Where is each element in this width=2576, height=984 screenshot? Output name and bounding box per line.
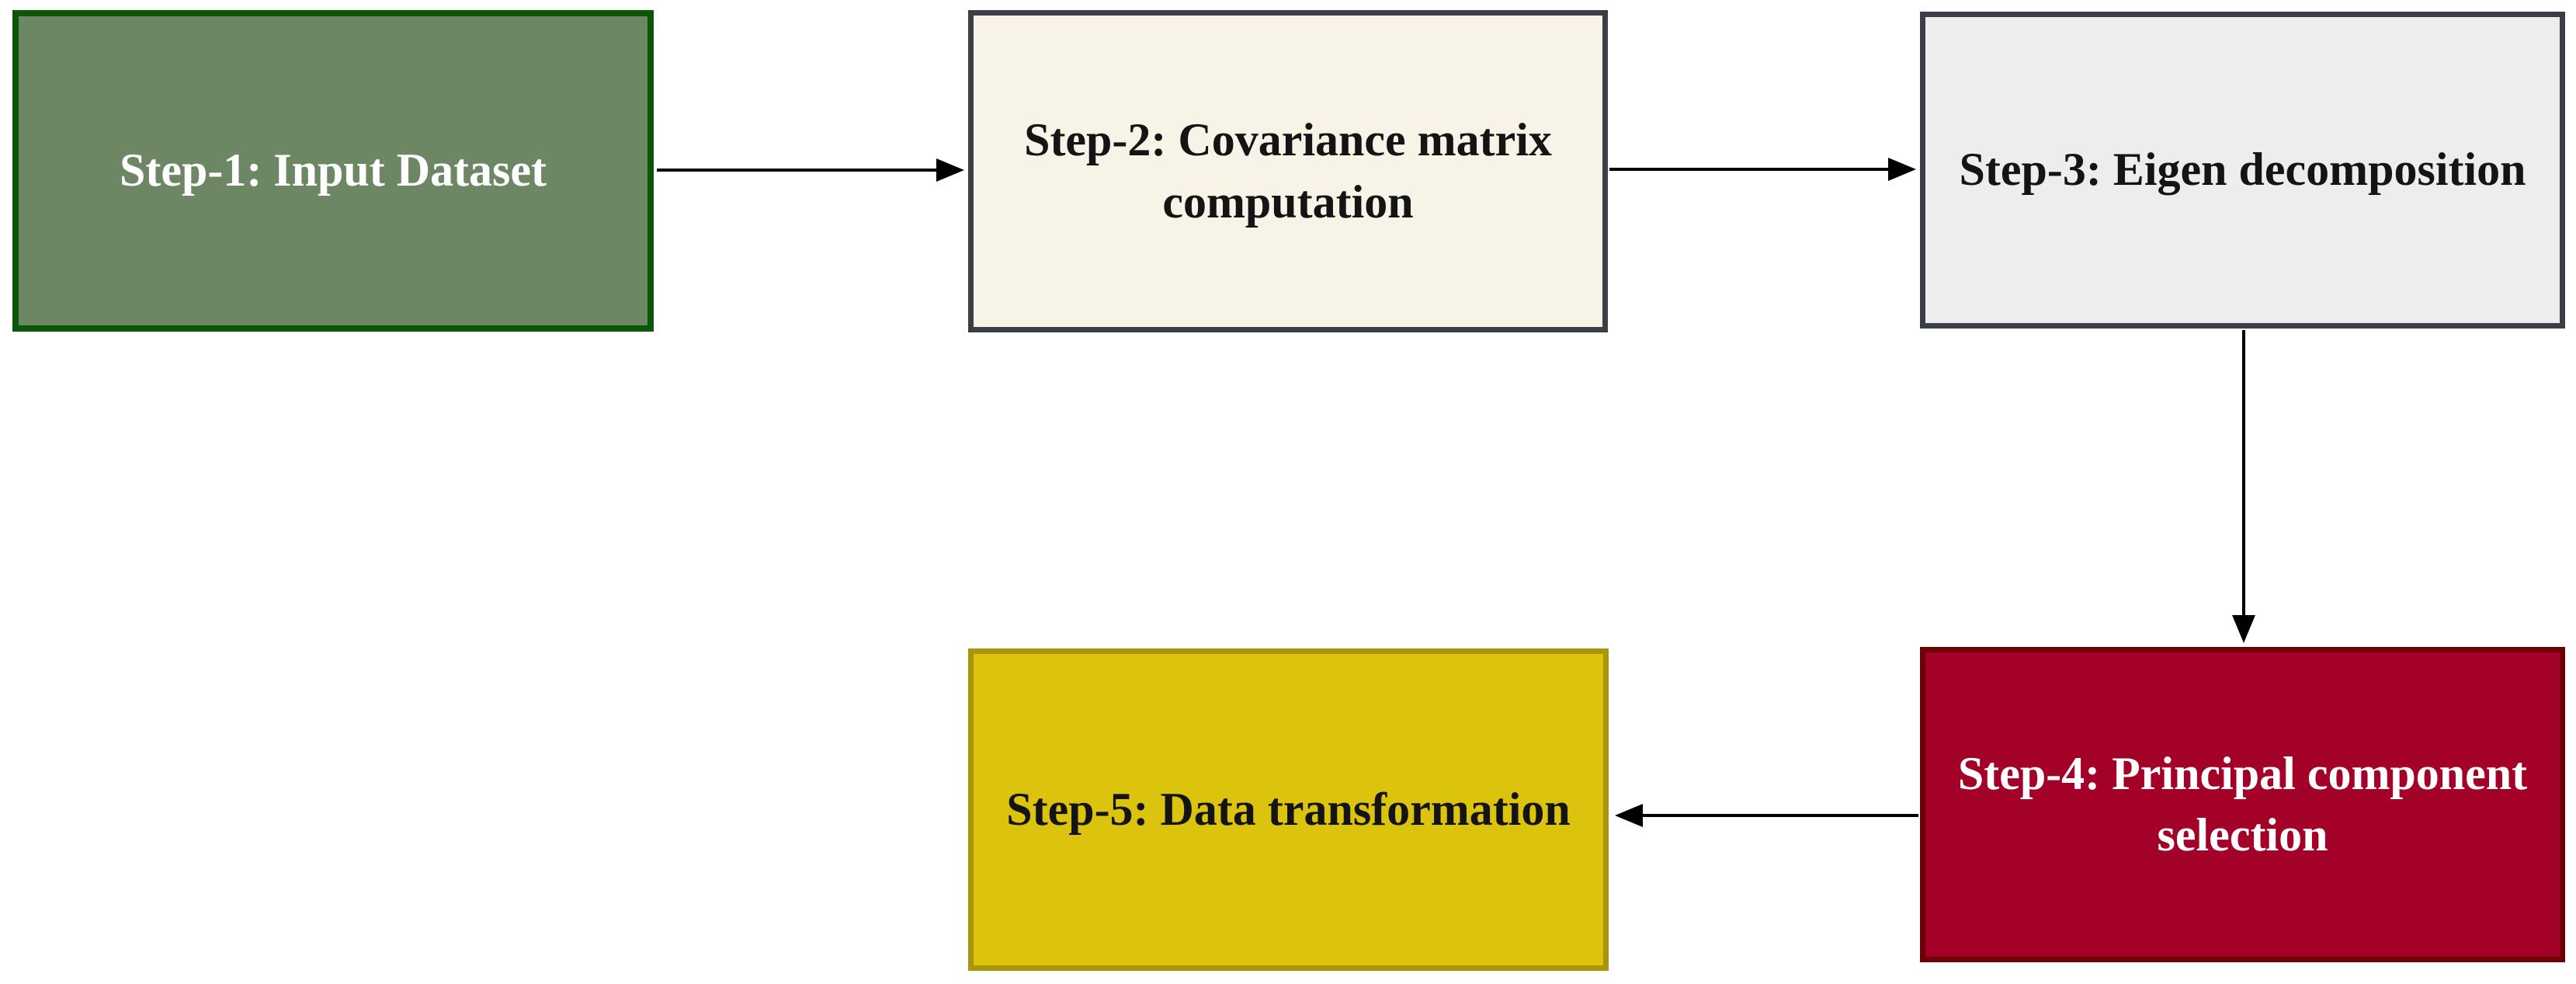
node-step-3-eigen-decomposition: Step-3: Eigen decomposition (1920, 12, 2565, 329)
node-step-2-covariance-matrix-computation: Step-2: Covariance matrix computation (968, 10, 1608, 332)
node-step-3-label: Step-3: Eigen decomposition (1959, 144, 2526, 196)
node-step-5-data-transformation: Step-5: Data transformation (968, 648, 1609, 971)
node-step-1-input-dataset: Step-1: Input Dataset (12, 10, 654, 332)
node-step-5-label: Step-5: Data transformation (1006, 783, 1571, 835)
node-step-1-label: Step-1: Input Dataset (119, 144, 547, 196)
node-step-4-label: Step-4: Principal component selection (1957, 747, 2528, 861)
node-step-4-principal-component-selection: Step-4: Principal component selection (1920, 647, 2565, 962)
node-step-2-label: Step-2: Covariance matrix computation (1024, 114, 1552, 228)
